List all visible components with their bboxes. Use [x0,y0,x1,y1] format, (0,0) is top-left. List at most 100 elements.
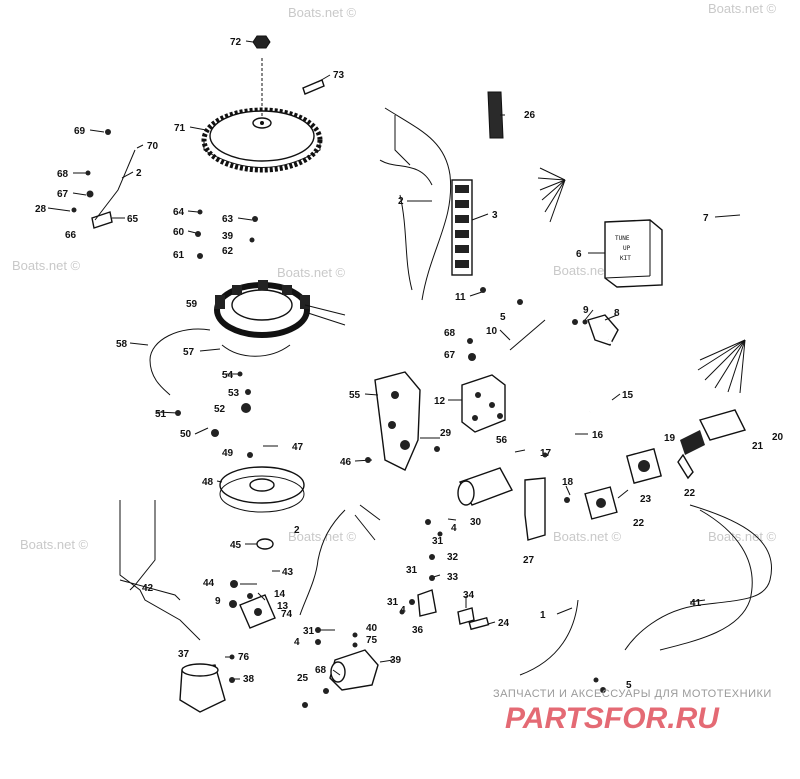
callout-label: 32 [447,552,459,563]
lead-wire [149,328,211,396]
starter-cylinder [457,467,514,506]
watermark: Boats.net © [288,529,357,544]
flywheel [201,58,323,173]
ignition-switch [677,409,747,480]
callout-label: 28 [35,204,47,215]
tune-up-kit: TUNE UP KIT [604,219,663,288]
callout-label: 68 [444,328,456,339]
callout-label: 8 [614,308,620,319]
callout-label: 50 [180,429,192,440]
gasket-hole [638,460,650,472]
callout-label: 67 [57,189,69,200]
callout-label: 43 [282,567,294,578]
watermark: Boats.net © [20,537,89,552]
short-cable [519,599,579,676]
callout-label: 41 [690,598,702,609]
power-pack [461,374,506,433]
callout-label: 64 [173,207,185,218]
callout-label: 75 [366,635,378,646]
callout-label: 76 [238,652,250,663]
callout-label: 38 [243,674,255,685]
callout-label: 2 [398,196,404,207]
callout-numbers: 72 73 71 69 70 2 68 67 28 66 65 64 63 60… [35,37,784,691]
part-illustrations: TUNE UP KIT [91,35,788,713]
callout-label: 65 [127,214,139,225]
callout-label: 67 [444,350,456,361]
mounting-bracket [374,371,421,471]
callout-label: 55 [349,390,361,401]
watermark: Boats.net © [553,529,622,544]
callout-label: 48 [202,477,214,488]
callout-label: 26 [524,110,536,121]
harness-lower-left [119,500,201,641]
callout-label: 54 [222,370,234,381]
ground-wire [221,344,291,357]
callout-label: 9 [215,596,221,607]
callout-label: 39 [222,231,234,242]
kit-label-line: UP [623,245,631,252]
callout-label: 31 [406,565,418,576]
callout-label: 46 [340,457,352,468]
callout-label: 53 [228,388,240,399]
bushing [256,538,274,550]
callout-label: 34 [463,590,475,601]
callout-label: 51 [155,409,167,420]
watermark-layer: Boats.net © Boats.net © Boats.net © Boat… [12,1,777,552]
small-bracket [417,589,437,617]
callout-label: 11 [455,292,466,303]
callout-label: 20 [772,432,784,443]
wire-harness-upper [379,107,452,301]
callout-label: 57 [183,347,195,358]
terminal-block [451,179,473,276]
stator [214,280,346,338]
callout-label: 40 [366,623,378,634]
callout-label: 10 [486,326,498,337]
callout-label: 69 [74,126,86,137]
callout-label: 39 [390,655,402,666]
callout-label: 6 [576,249,582,260]
callout-label: 66 [65,230,77,241]
callout-label: 73 [333,70,345,81]
brand-logo-text: PARTSFOR.RU [505,702,720,735]
brand-logo: ЗАПЧАСТИ И АКСЕССУАРЫ ДЛЯ МОТОТЕХНИКИ PA… [493,688,771,735]
kit-label-line: TUNE [615,235,630,242]
callout-label: 23 [640,494,652,505]
callout-label: 37 [178,649,190,660]
callout-label: 9 [583,305,589,316]
callout-label: 60 [173,227,185,238]
callout-label: 15 [622,390,634,401]
callout-label: 2 [136,168,142,179]
fasteners [71,129,606,708]
watermark: Boats.net © [708,529,777,544]
callout-label: 74 [281,609,293,620]
callout-label: 21 [752,441,764,452]
callout-label: 59 [186,299,198,310]
callout-label: 44 [203,578,215,589]
rectifier [239,594,276,629]
callout-label: 56 [496,435,508,446]
kit-label-line: KIT [620,255,631,262]
callout-label: 31 [387,597,399,608]
watermark: Boats.net © [12,258,81,273]
wire-harness-lower [299,504,381,616]
starter-solenoid [179,663,226,713]
timer-base [219,466,305,513]
callout-label: 12 [434,396,446,407]
callout-label: 1 [540,610,546,621]
callout-label: 5 [626,680,632,691]
callout-label: 31 [432,536,444,547]
callout-label: 22 [633,518,645,529]
battery-cable [624,504,772,651]
watermark: Boats.net © [277,265,346,280]
callout-label: 47 [292,442,304,453]
callout-label: 58 [116,339,128,350]
callout-label: 4 [451,523,457,534]
callout-label: 72 [230,37,242,48]
starter-relay [329,649,379,691]
callout-label: 52 [214,404,226,415]
callout-label: 14 [274,589,286,600]
callout-label: 49 [222,448,234,459]
callout-label: 2 [294,525,300,536]
spark-plug-cap [587,314,619,346]
